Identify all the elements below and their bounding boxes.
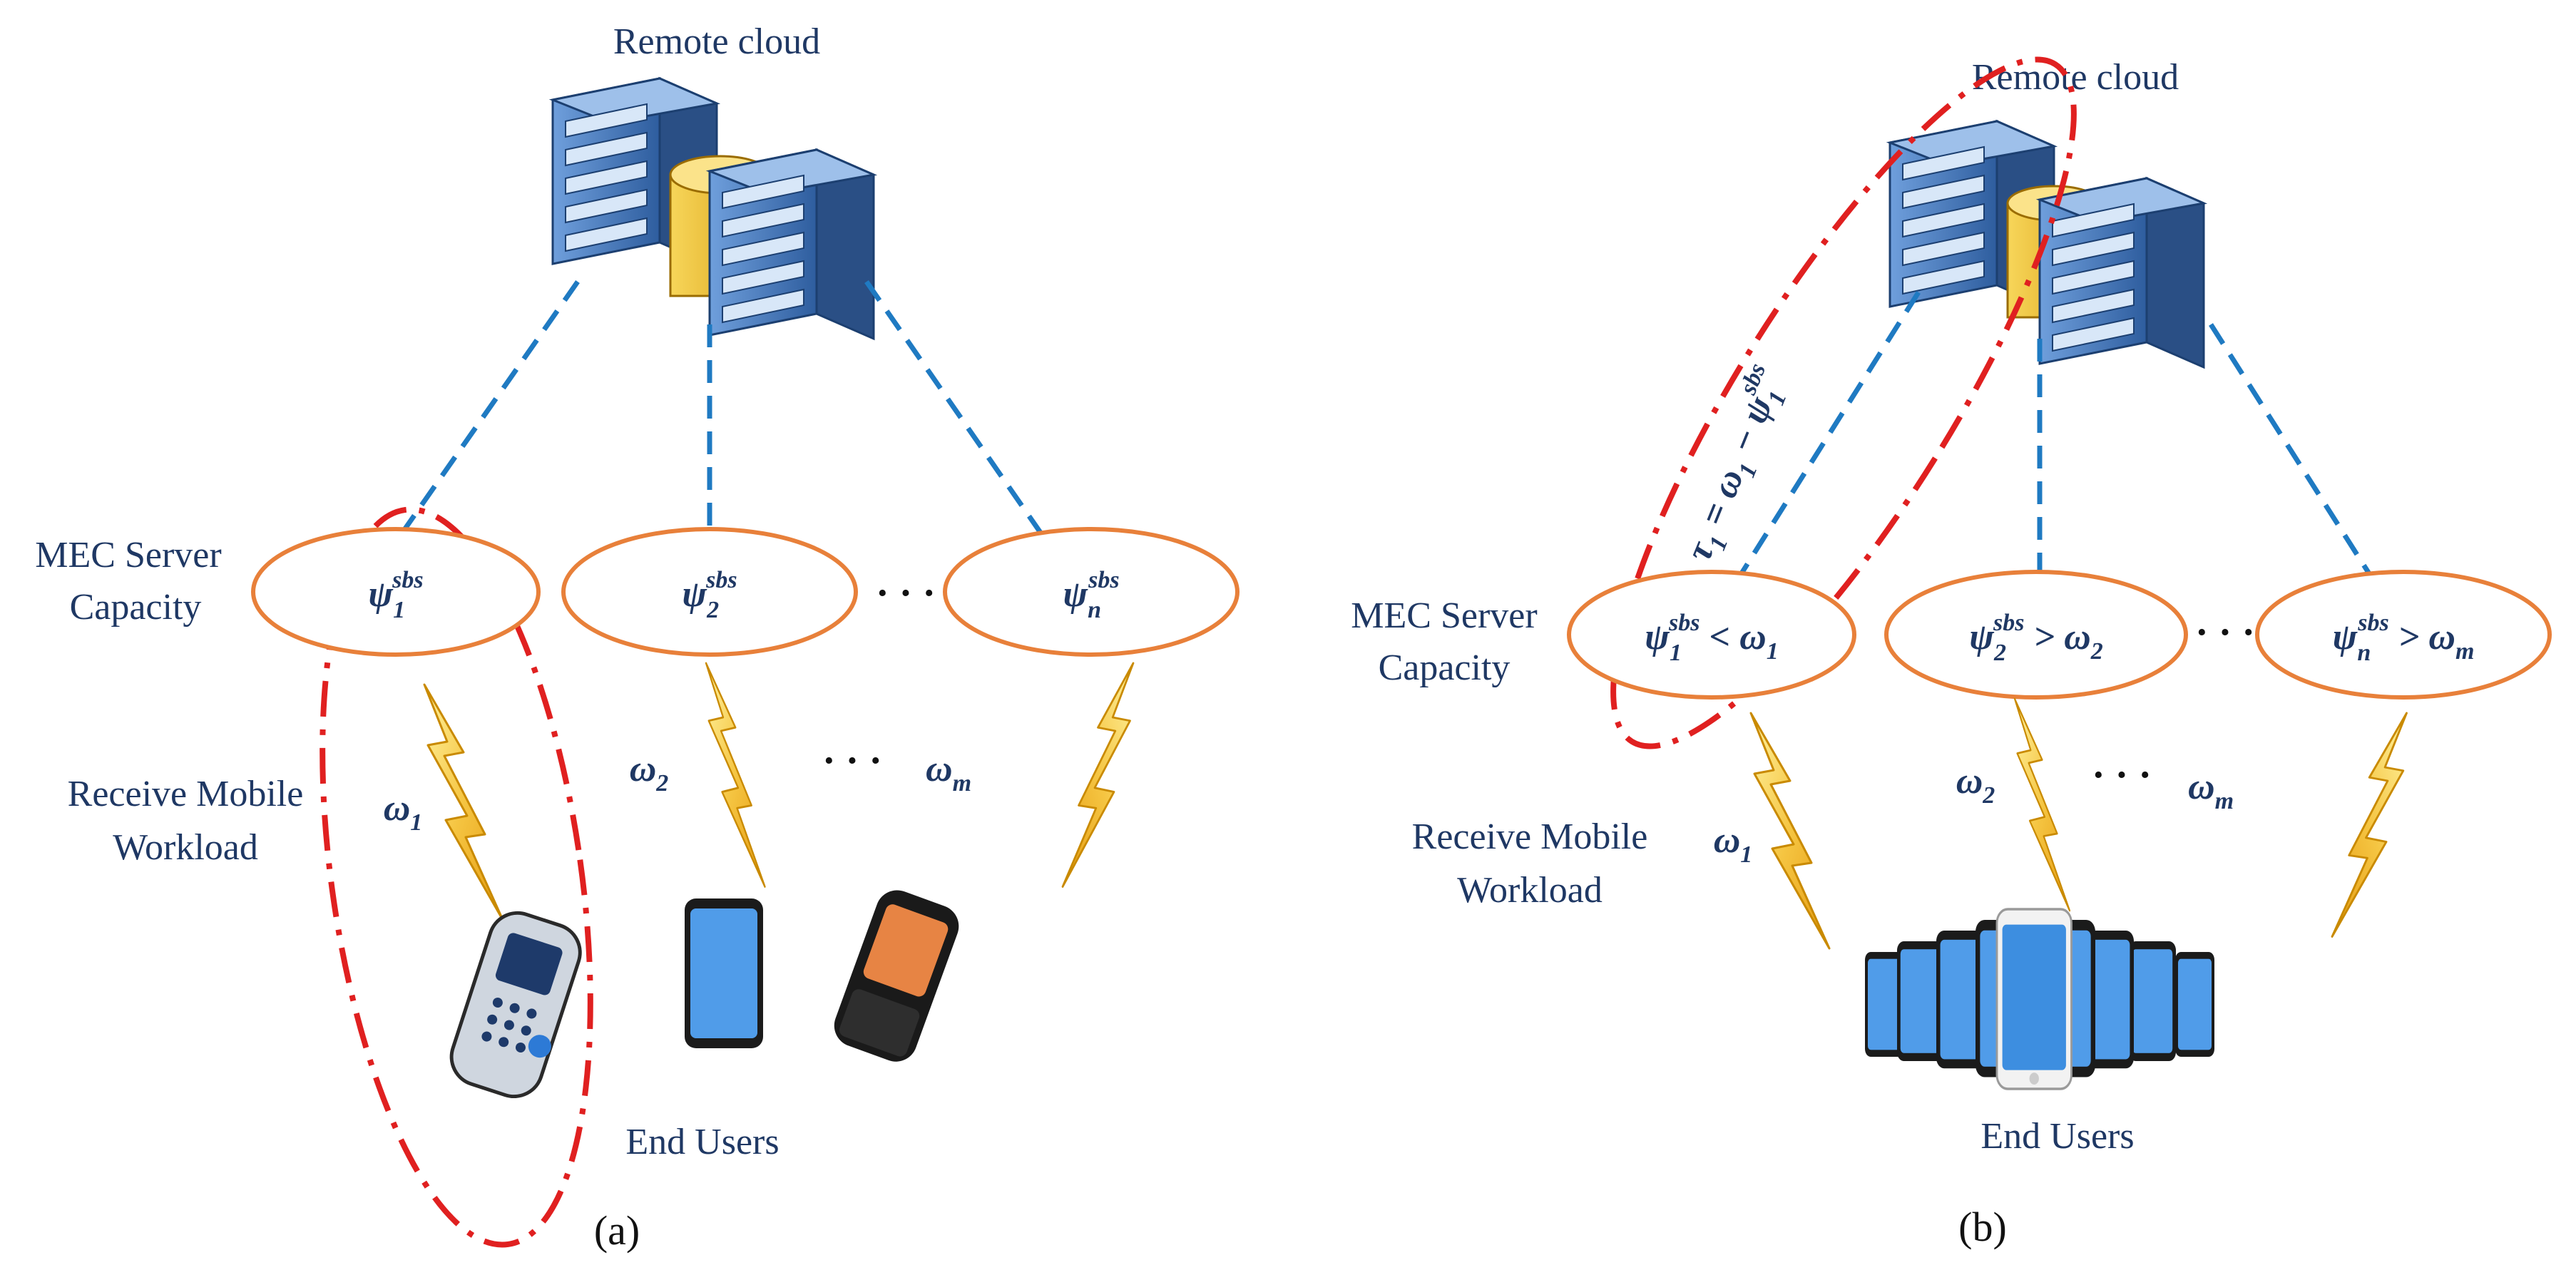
- end-users-label: End Users: [625, 1122, 779, 1162]
- workload-1: ω1: [1714, 820, 1753, 868]
- panel-b: Remote cloud τ1 = ω1 − ψ1sbs MEC Server …: [1351, 56, 2552, 1250]
- svg-text:ψnsbs > ωm: ψnsbs > ωm: [2333, 610, 2475, 666]
- mec-server-node-1: ψ1sbs: [251, 527, 541, 657]
- workloads-ellipsis: · · ·: [822, 739, 882, 783]
- lightning-icon: [705, 662, 766, 888]
- flip-phone-icon: [449, 911, 582, 1099]
- svg-text:ψ1sbs < ω1: ψ1sbs < ω1: [1645, 610, 1778, 666]
- lightning-icon: [1061, 662, 1135, 888]
- mec-label-line2: Capacity: [1379, 647, 1511, 688]
- mec-label-line1: MEC Server: [1351, 595, 1537, 636]
- offload-expression: τ1 = ω1 − ψ1sbs: [1670, 359, 1799, 569]
- servers-ellipsis: · · ·: [876, 571, 936, 615]
- mec-label-line2: Capacity: [70, 587, 202, 628]
- remote-cloud-servers-icon: [551, 77, 875, 340]
- highlight-offload-path: [1610, 56, 2077, 749]
- lightning-icon: [2331, 712, 2408, 938]
- workload-1: ω1: [384, 788, 423, 836]
- smartphone-icon: [1995, 908, 2072, 1090]
- mec-server-node-1: ψ1sbs < ω1: [1567, 570, 1856, 700]
- servers-ellipsis: · · ·: [2195, 610, 2255, 655]
- svg-text:ψ1sbs: ψ1sbs: [368, 567, 423, 623]
- svg-text:ψ2sbs > ω2: ψ2sbs > ω2: [1969, 610, 2102, 666]
- smartphone-icon: [685, 898, 763, 1048]
- mec-label-line1: MEC Server: [35, 535, 221, 575]
- lightning-icon: [2013, 697, 2071, 912]
- workload-m: ωm: [2188, 767, 2234, 814]
- highlight-user-1: [320, 506, 593, 1248]
- link-server-n: [864, 280, 1054, 551]
- link-server-n: [2209, 323, 2381, 590]
- remote-cloud-label: Remote cloud: [1972, 57, 2179, 98]
- workload-label-line1: Receive Mobile: [1412, 816, 1648, 857]
- mec-server-node-2: ψ2sbs: [561, 527, 858, 657]
- remote-cloud-servers-icon: [1888, 120, 2205, 369]
- cloud-links: [394, 280, 1054, 551]
- slider-phone-icon: [834, 890, 959, 1062]
- workload-2: ω2: [630, 749, 669, 797]
- lightning-icon: [1749, 712, 1831, 950]
- workload-label-line2: Workload: [113, 827, 258, 868]
- mec-server-node-n: ψnsbs > ωm: [2255, 570, 2552, 700]
- mec-server-node-n: ψnsbs: [943, 527, 1240, 657]
- svg-text:ψnsbs: ψnsbs: [1063, 567, 1119, 623]
- link-server-1: [1734, 291, 1921, 583]
- mec-server-node-2: ψ2sbs > ω2: [1884, 570, 2188, 700]
- workloads-ellipsis: · · ·: [2092, 753, 2152, 797]
- smartphones-group-icon: [1865, 908, 2214, 1090]
- workload-label-line1: Receive Mobile: [68, 774, 304, 814]
- cloud-links: [1734, 291, 2381, 590]
- workload-label-line2: Workload: [1457, 870, 1603, 911]
- workload-m: ωm: [926, 749, 971, 797]
- link-server-1: [394, 280, 580, 544]
- panel-caption-b: (b): [1958, 1204, 2007, 1250]
- remote-cloud-label: Remote cloud: [613, 21, 820, 62]
- workload-2: ω2: [1956, 761, 1995, 809]
- svg-text:ψ2sbs: ψ2sbs: [682, 567, 737, 623]
- panel-a: Remote cloud MEC Server Capacity ψ1sbs ψ…: [35, 21, 1240, 1254]
- lightning-icon: [423, 683, 504, 921]
- end-users-label: End Users: [1980, 1116, 2134, 1157]
- panel-caption-a: (a): [594, 1207, 640, 1254]
